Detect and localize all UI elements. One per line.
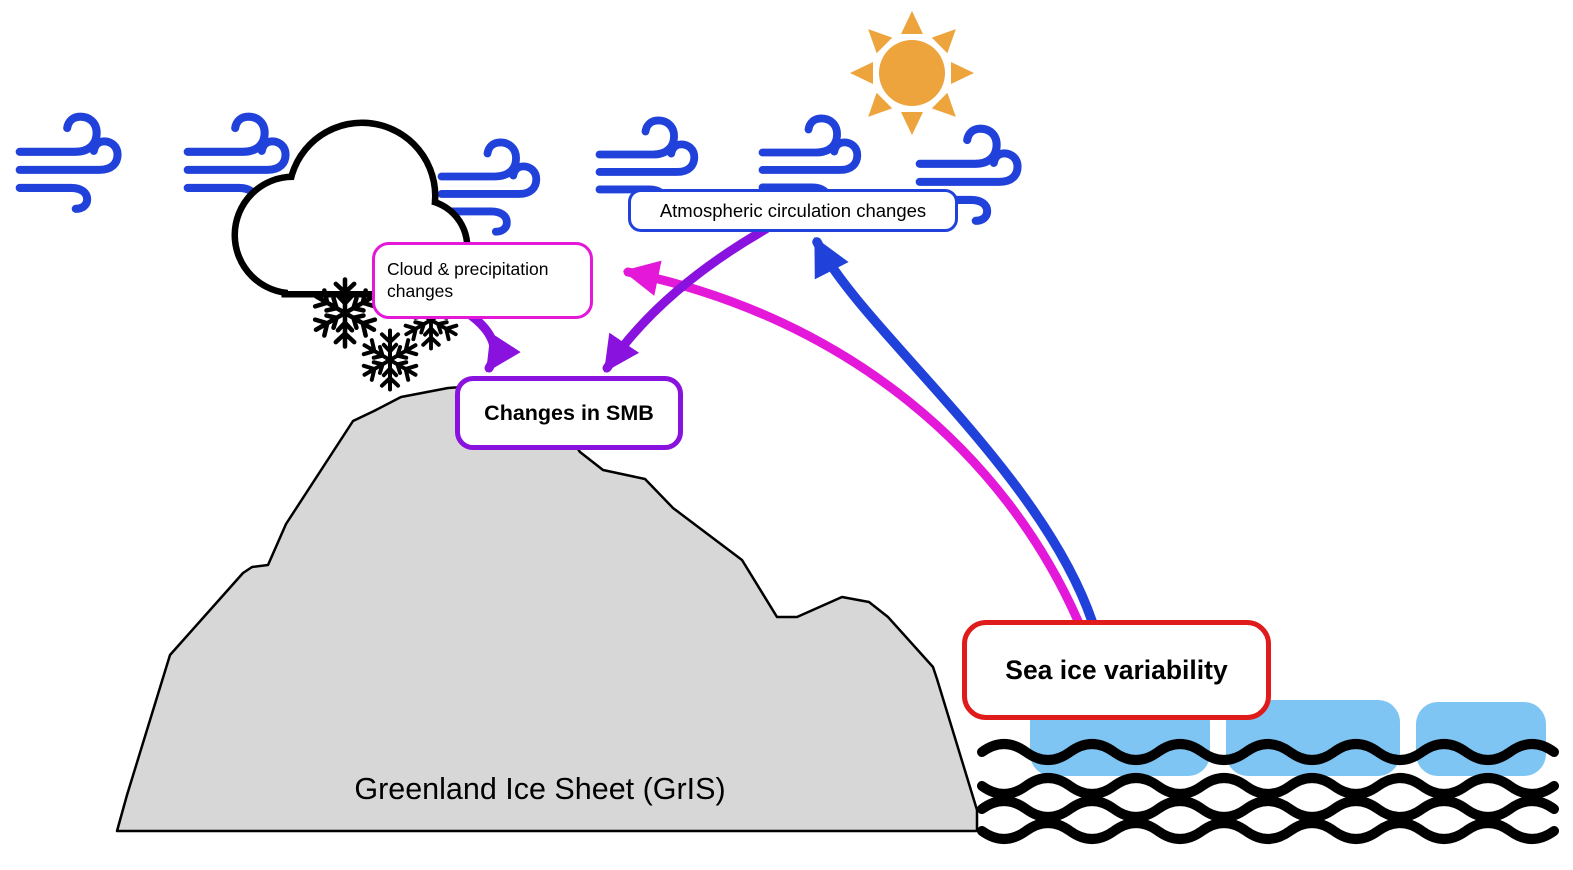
node-cloud-precipitation: Cloud & precipitation changes bbox=[372, 242, 593, 319]
node-sea-ice-variability: Sea ice variability bbox=[962, 620, 1271, 720]
arrow-atmosphere-to-smb bbox=[602, 224, 771, 373]
sun-icon bbox=[850, 11, 974, 135]
ocean-waves bbox=[977, 739, 1559, 844]
greenland-ice-sheet-shape bbox=[115, 382, 979, 833]
wind-icon bbox=[20, 117, 118, 209]
node-changes-in-smb: Changes in SMB bbox=[455, 376, 683, 450]
sea-ice-floe bbox=[1416, 702, 1546, 776]
arrow-seaice-to-atmosphere bbox=[812, 236, 1097, 626]
greenland-ice-sheet-label: Greenland Ice Sheet (GrIS) bbox=[354, 771, 726, 806]
snowflake-icon bbox=[358, 328, 422, 392]
arrow-seaice-to-cloud bbox=[622, 260, 1083, 626]
node-atmospheric-circulation: Atmospheric circulation changes bbox=[628, 189, 958, 232]
sea-ice-floe bbox=[1226, 700, 1400, 776]
arrow-cloud-to-smb bbox=[464, 309, 521, 373]
